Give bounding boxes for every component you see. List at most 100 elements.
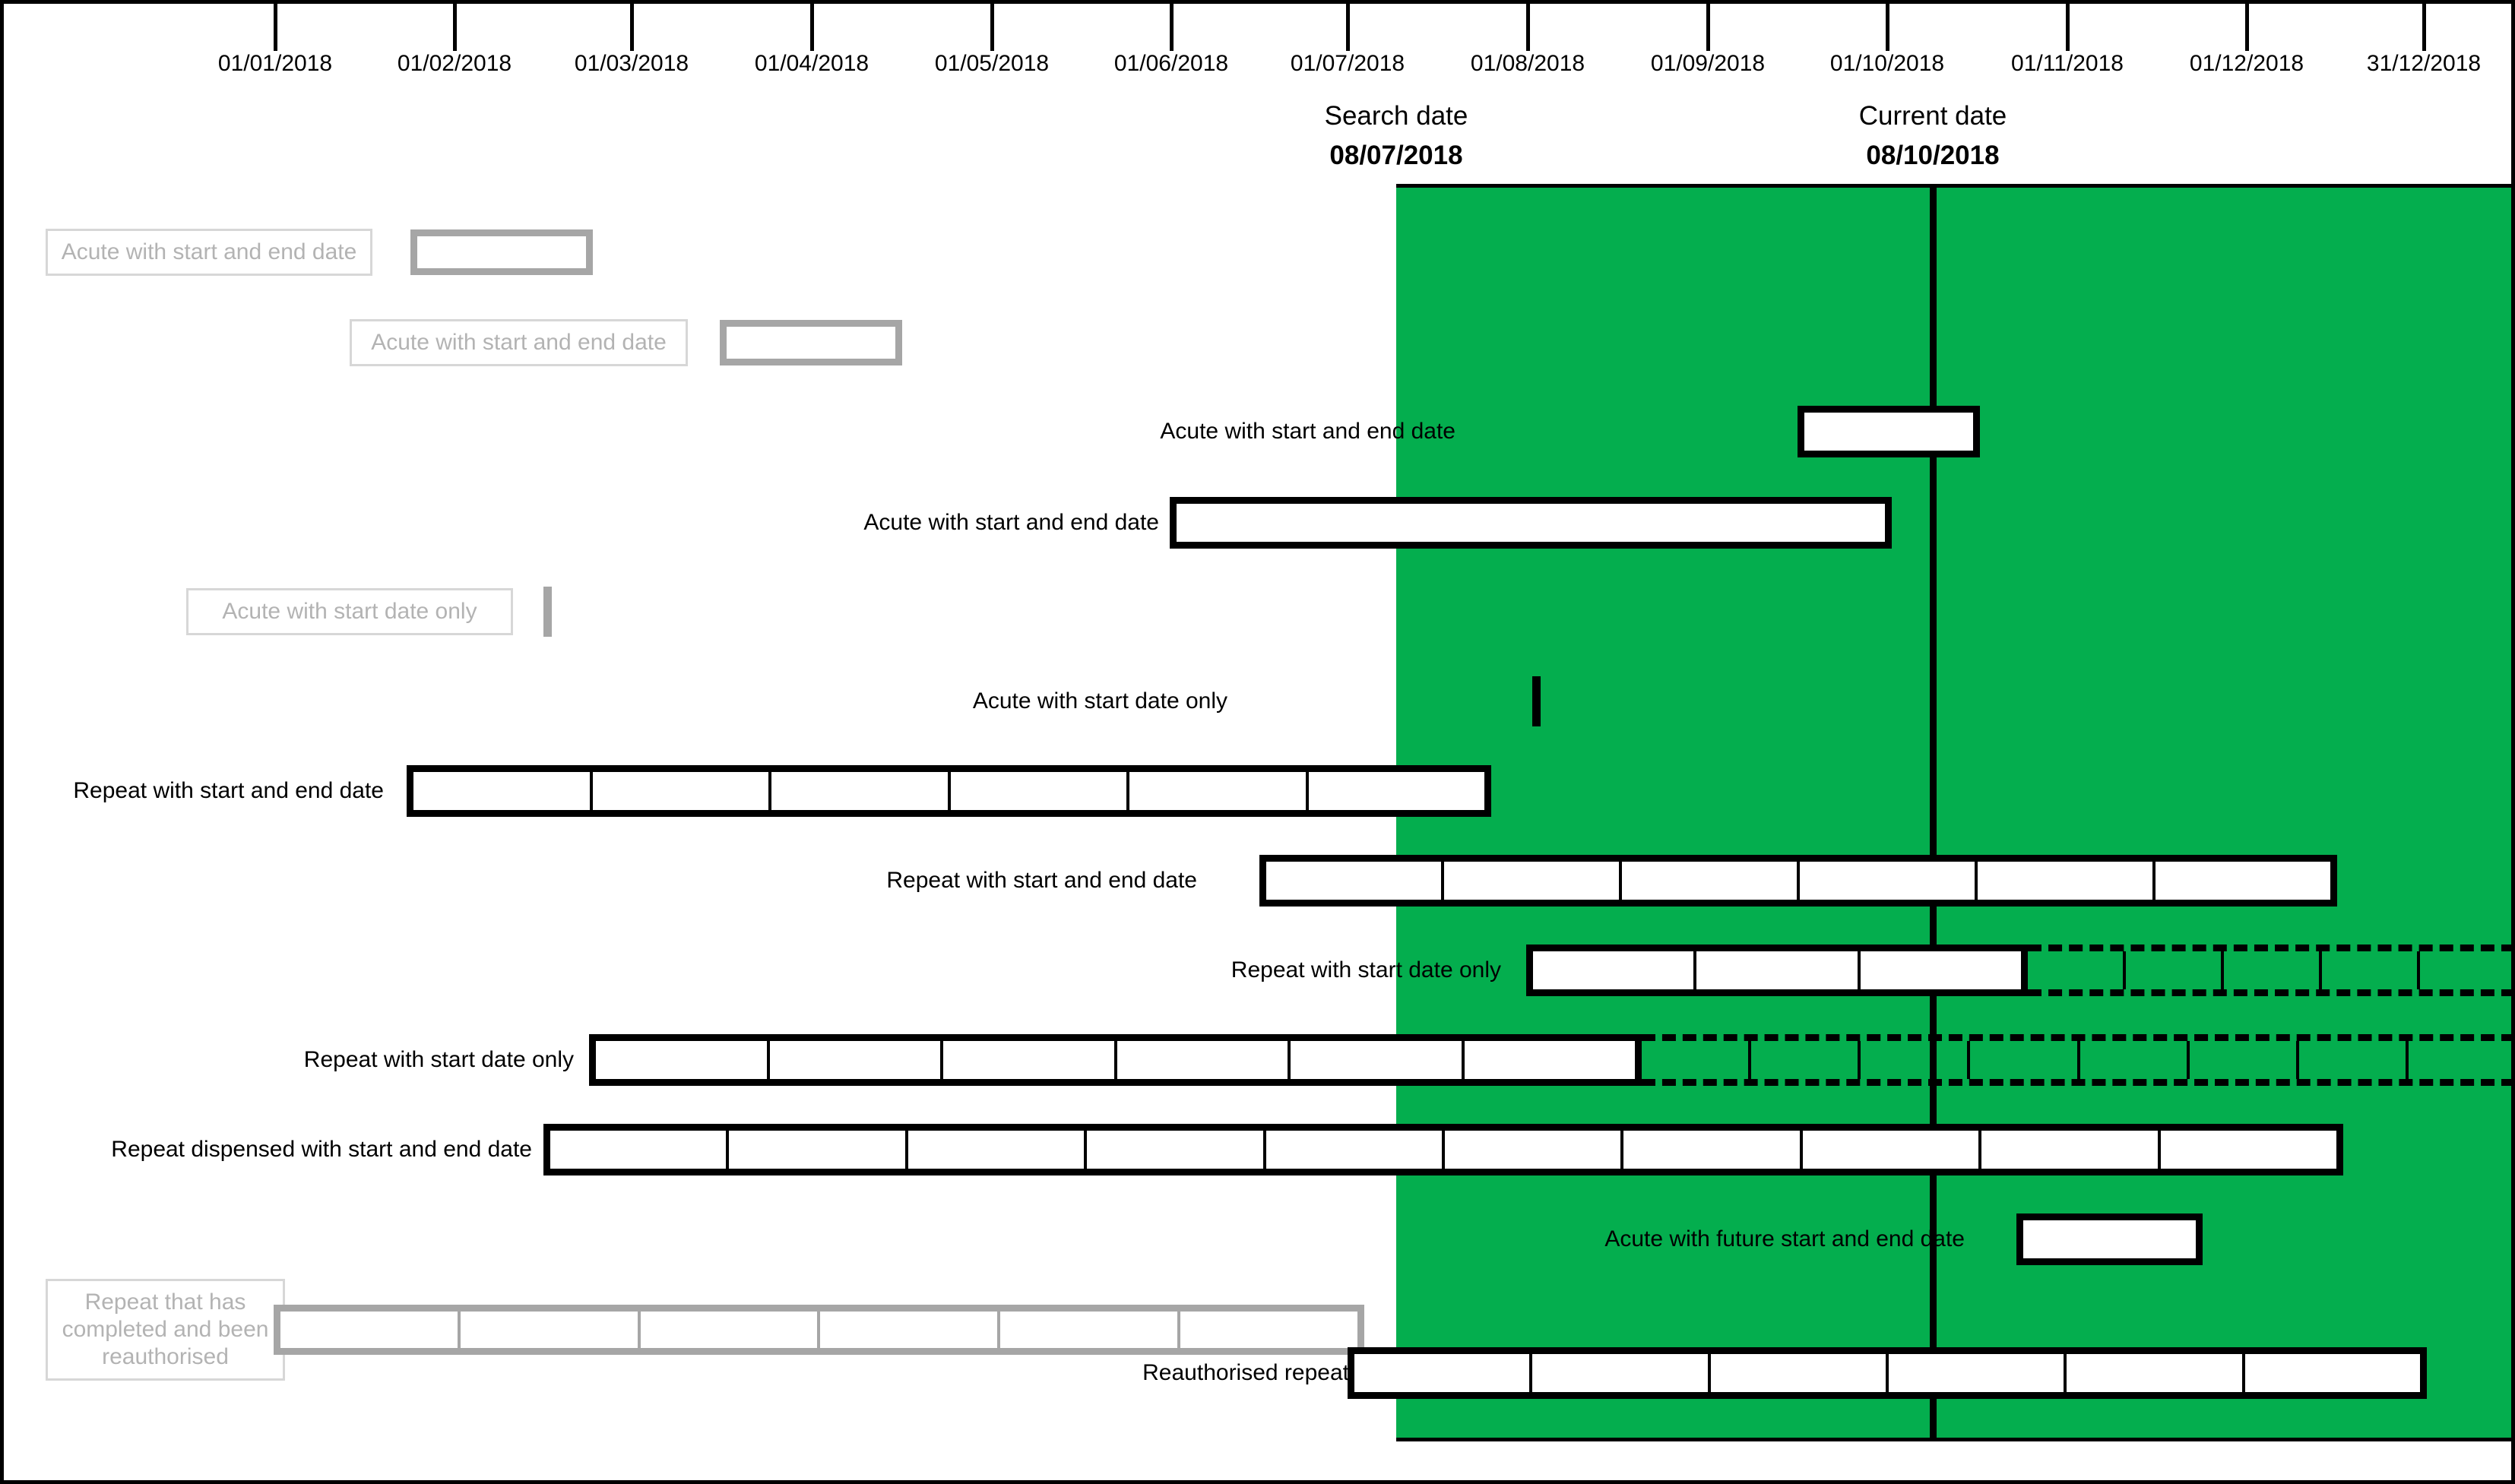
bar-segment: [417, 236, 586, 268]
medication-bar: [274, 1305, 1364, 1355]
start-date-marker: [543, 587, 552, 637]
axis-tick-mark: [1346, 4, 1350, 51]
medication-bar: [407, 765, 1491, 817]
row-label: Reauthorised repeat: [1142, 1360, 1349, 1385]
start-date-marker: [1532, 676, 1541, 726]
bar-segment: [1265, 1131, 1446, 1169]
bar-segment: [1177, 504, 1885, 542]
row-label: Repeat with start date only: [1231, 957, 1501, 982]
current-date-line: [1930, 184, 1937, 1441]
row-label: Acute with start and end date: [46, 229, 372, 276]
bar-segment: [1444, 862, 1622, 900]
active-period-region: [1396, 184, 2511, 1441]
bar-segment: [2155, 862, 2330, 900]
axis-tick-label: 01/09/2018: [1650, 51, 1766, 76]
axis-tick-label: 01/06/2018: [1113, 51, 1229, 76]
bar-segment: [1000, 1312, 1181, 1348]
bar-segment: [550, 1131, 730, 1169]
search-date-value: 08/07/2018: [1329, 141, 1463, 170]
axis-tick-label: 01/12/2018: [2189, 51, 2304, 76]
bar-segment: [943, 1041, 1117, 1079]
search-date-title: Search date: [1324, 101, 1468, 131]
bar-segment: [640, 1312, 821, 1348]
axis-tick-label: 01/05/2018: [934, 51, 1050, 76]
bar-segment: [596, 1041, 770, 1079]
bar-segment: [280, 1312, 461, 1348]
row-label: Acute with future start and end date: [1604, 1226, 1965, 1251]
bar-segment: [1129, 772, 1309, 810]
search-date-callout: Search date 08/07/2018: [1325, 97, 1468, 176]
bar-segment: [592, 772, 771, 810]
bar-segment: [771, 772, 951, 810]
bar-segment: [1696, 951, 1861, 989]
axis-tick-mark: [2066, 4, 2070, 51]
row-label: Repeat dispensed with start and end date: [111, 1137, 532, 1162]
current-date-title: Current date: [1858, 101, 2007, 131]
axis-tick-mark: [1170, 4, 1174, 51]
bar-segment: [2067, 1354, 2245, 1392]
row-label: Acute with start and end date: [350, 319, 688, 366]
axis-tick-label: 01/01/2018: [217, 51, 333, 76]
row-label: Acute with start date only: [972, 688, 1227, 714]
bar-segment: [1445, 1131, 1624, 1169]
medication-bar: [410, 229, 593, 275]
axis-tick-label: 31/12/2018: [2366, 51, 2482, 76]
bar-segment: [950, 772, 1129, 810]
bar-segment: [1533, 951, 1697, 989]
bar-segment: [1623, 1131, 1803, 1169]
axis-tick-label: 01/07/2018: [1290, 51, 1405, 76]
bar-segment: [1266, 862, 1444, 900]
medication-bar: [1170, 497, 1892, 549]
axis-tick-mark: [990, 4, 994, 51]
axis-tick-mark: [2245, 4, 2249, 51]
axis-tick-mark: [810, 4, 814, 51]
row-label: Repeat with start and end date: [73, 778, 384, 803]
bar-segment: [769, 1041, 943, 1079]
bar-segment: [2160, 1131, 2337, 1169]
row-label: Repeat with start and end date: [886, 868, 1197, 893]
medication-bar: [1526, 945, 2028, 996]
bar-segment: [1308, 772, 1484, 810]
medication-bar: [1259, 855, 2337, 907]
axis-tick-mark: [630, 4, 634, 51]
axis-tick-mark: [2422, 4, 2426, 51]
bar-segment: [1464, 1041, 1635, 1079]
medication-bar: [720, 320, 902, 365]
axis-tick-label: 01/08/2018: [1470, 51, 1585, 76]
axis-tick-mark: [453, 4, 457, 51]
medication-bar: [2016, 1213, 2203, 1265]
row-label: Repeat with start date only: [303, 1047, 574, 1072]
bar-segment: [1087, 1131, 1266, 1169]
bar-segment: [2244, 1354, 2420, 1392]
bar-segment: [1804, 413, 1973, 451]
bar-segment: [1888, 1354, 2067, 1392]
bar-segment: [1180, 1312, 1357, 1348]
bar-segment: [907, 1131, 1088, 1169]
bar-segment: [1622, 862, 1800, 900]
bar-segment: [2023, 1220, 2196, 1258]
bar-segment: [729, 1131, 908, 1169]
axis-tick-label: 01/04/2018: [754, 51, 869, 76]
bar-segment: [460, 1312, 641, 1348]
bar-segment: [1981, 1131, 2161, 1169]
row-label: Acute with start date only: [186, 588, 513, 635]
axis-tick-mark: [274, 4, 277, 51]
axis-tick-mark: [1706, 4, 1710, 51]
bar-segment: [1291, 1041, 1465, 1079]
bar-segment: [1710, 1354, 1889, 1392]
axis-tick-mark: [1526, 4, 1530, 51]
medication-bar: [589, 1034, 1642, 1086]
bar-segment: [1802, 1131, 1982, 1169]
bar-segment: [1800, 862, 1978, 900]
medication-bar: [543, 1124, 2343, 1175]
bar-segment: [1532, 1354, 1711, 1392]
bar-segment: [1978, 862, 2155, 900]
bar-segment: [1117, 1041, 1291, 1079]
row-label: Acute with start and end date: [1160, 419, 1455, 444]
bar-segment: [820, 1312, 1001, 1348]
medication-bar: [1348, 1347, 2427, 1399]
row-label: Repeat that has completed and been reaut…: [46, 1279, 285, 1381]
